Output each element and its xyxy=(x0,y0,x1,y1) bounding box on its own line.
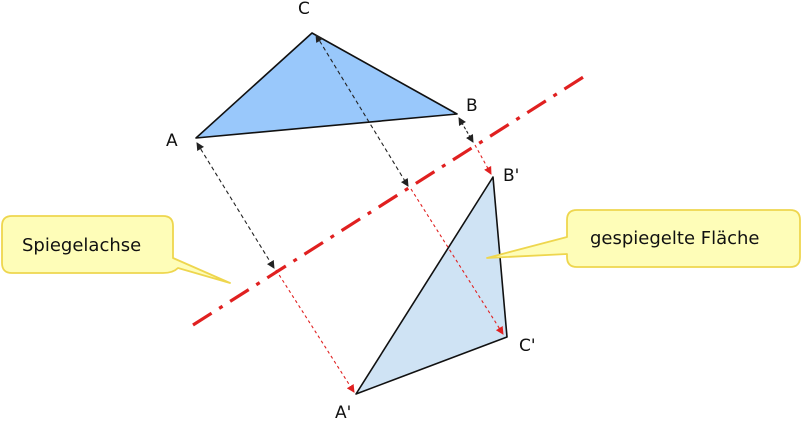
callout-gespiegelte-flaeche-text: gespiegelte Fläche xyxy=(590,228,760,249)
label-point-b-prime: B' xyxy=(503,166,519,186)
label-point-b: B xyxy=(466,96,478,116)
original-triangle xyxy=(195,32,458,139)
callout-gespiegelte-flaeche: gespiegelte Fläche xyxy=(486,209,801,268)
label-point-a-prime: A' xyxy=(335,403,351,422)
projection-a-to-axis xyxy=(196,142,275,269)
mirrored-triangle xyxy=(355,176,508,395)
mirror-axis xyxy=(192,74,586,327)
callout-gespiegelte-flaeche-bubble xyxy=(486,209,801,268)
callout-spiegelachse-text: Spiegelachse xyxy=(22,235,141,256)
projection-axis-to-b-prime xyxy=(474,144,492,175)
callout-spiegelachse-bubble xyxy=(1,215,231,284)
label-point-c-prime: C' xyxy=(519,336,536,356)
label-point-c: C xyxy=(298,0,310,19)
projection-b-to-axis xyxy=(458,117,474,143)
projection-c-to-axis xyxy=(315,34,409,187)
callout-spiegelachse: Spiegelachse xyxy=(1,215,231,284)
projection-axis-to-c-prime xyxy=(410,188,504,335)
projection-axis-to-a-prime xyxy=(275,269,355,393)
label-point-a: A xyxy=(166,131,178,151)
